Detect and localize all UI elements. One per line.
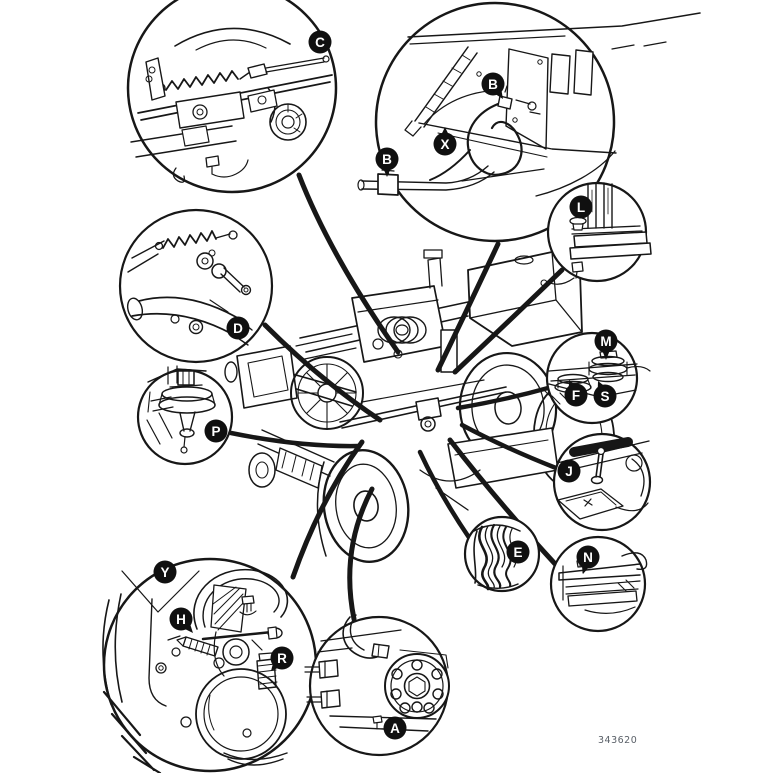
callout-art-P — [146, 365, 216, 454]
badge-circle — [564, 383, 588, 407]
callout-badge-S: S — [593, 381, 617, 408]
badge-letter: C — [315, 35, 325, 50]
badge-circle — [569, 195, 593, 219]
badge-letter: J — [565, 464, 573, 479]
callout-art-J — [556, 437, 650, 520]
badge-letter: P — [211, 424, 220, 439]
callout-badge-X: X — [433, 127, 457, 156]
badge-letter: L — [577, 200, 585, 215]
callout-badge-B1: B — [481, 72, 505, 99]
badge-letter: S — [600, 389, 609, 404]
callout-badge-B2: B — [375, 147, 399, 177]
callout-badge-N: N — [576, 545, 600, 574]
callout-badge-P: P — [204, 419, 228, 443]
callout-badges: C B X B L M F S J N E D P Y H R A — [153, 30, 618, 740]
badge-letter: E — [513, 545, 522, 560]
badge-letter: D — [233, 321, 243, 336]
badge-letter: H — [176, 612, 186, 627]
part-number: 343620 — [598, 735, 638, 746]
callout-badge-F: F — [564, 380, 588, 407]
badge-letter: A — [390, 721, 400, 736]
callout-badge-E: E — [506, 540, 530, 564]
callout-badge-L: L — [569, 195, 593, 219]
badge-circle — [153, 560, 177, 584]
callout-art-A — [304, 614, 450, 732]
badge-circle — [594, 329, 618, 353]
badge-letter: M — [600, 334, 611, 349]
callout-art-E — [473, 523, 521, 591]
badge-circle — [169, 607, 193, 631]
callout-art-L — [540, 182, 652, 287]
callout-badge-R: R — [270, 646, 294, 671]
badge-circle — [576, 545, 600, 569]
badge-letter: F — [572, 388, 580, 403]
callout-badge-M: M — [594, 329, 618, 360]
badge-circle — [506, 540, 530, 564]
badge-letter: X — [440, 137, 449, 152]
callout-badge-C: C — [308, 30, 332, 54]
callout-art-MFS — [543, 350, 651, 405]
badge-letter: R — [277, 651, 287, 666]
callout-art-Y — [102, 568, 289, 773]
callout-badge-D: D — [226, 316, 250, 340]
badge-letter: B — [382, 152, 392, 167]
badge-letter: Y — [160, 565, 169, 580]
callout-badge-A: A — [383, 716, 407, 740]
badge-circle — [270, 646, 294, 670]
badge-letter: B — [488, 77, 498, 92]
callout-badge-H: H — [169, 607, 193, 633]
leader-lines — [228, 172, 565, 622]
badge-circle — [308, 30, 332, 54]
badge-circle — [204, 419, 228, 443]
badge-circle — [226, 316, 250, 340]
badge-circle — [481, 72, 505, 96]
callout-art-C — [130, 27, 333, 183]
callout-badge-J: J — [557, 459, 581, 483]
badge-circle — [375, 147, 399, 171]
badge-circle — [557, 459, 581, 483]
callout-badge-Y: Y — [153, 560, 177, 584]
badge-circle — [383, 716, 407, 740]
callout-art-TR — [357, 12, 701, 197]
badge-circle — [433, 132, 457, 156]
badge-circle — [593, 384, 617, 408]
badge-letter: N — [583, 550, 593, 565]
